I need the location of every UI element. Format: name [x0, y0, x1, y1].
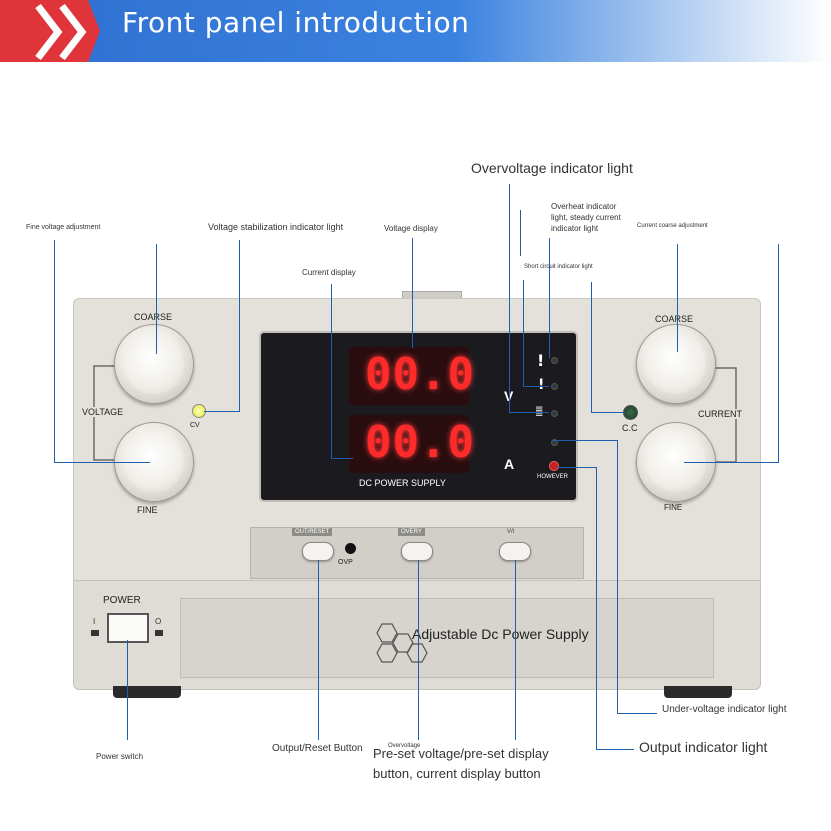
leader-cc-v [591, 282, 593, 412]
short-circuit-led [551, 410, 558, 417]
callout-fine-voltage: Fine voltage adjustment [26, 224, 101, 231]
however-label: HOWEVER [537, 474, 569, 480]
leader-short-v [523, 280, 525, 386]
current-coarse-knob[interactable] [636, 324, 716, 404]
callout-voltage-display: Voltage display [384, 224, 438, 233]
vi-button[interactable] [499, 542, 531, 561]
leader-power [127, 640, 129, 740]
foot-right [664, 686, 732, 698]
leader-current-coarse [677, 244, 679, 352]
power-off-mark: O [155, 617, 162, 626]
leader-output-h1 [556, 467, 596, 469]
leader-overvoltage-v [509, 184, 511, 412]
callout-short-circuit: Short circuit indicator light [524, 264, 593, 270]
leader-output-v [596, 467, 598, 750]
callout-current-coarse: Current coarse adjustment [637, 223, 708, 229]
display-label: DC POWER SUPPLY [359, 478, 446, 488]
foot-left [113, 686, 181, 698]
current-unit: A [504, 456, 515, 472]
callout-overvoltage-indicator: Overvoltage indicator light [471, 160, 633, 176]
leader-coarse-voltage [156, 244, 158, 354]
callout-overvoltage-small: Overvoltage [388, 743, 421, 749]
leader-overy [418, 560, 420, 740]
top-handle [402, 291, 462, 301]
overvoltage-exclaim-icon: ! [537, 351, 545, 370]
leader-fine-voltage-h [54, 462, 150, 464]
leader-overvoltage-h [509, 412, 549, 414]
leader-current-display-v [331, 284, 333, 458]
callout-under-voltage: Under-voltage indicator light [662, 704, 787, 715]
output-reset-button[interactable] [302, 542, 334, 561]
nameplate-title: Adjustable Dc Power Supply [412, 626, 589, 642]
callout-voltage-stabilization: Voltage stabilization indicator light [208, 222, 344, 232]
callout-output-indicator: Output indicator light [639, 739, 768, 755]
leader-overheat-bracket [520, 210, 522, 256]
overheat-exclaim-icon: ! [538, 377, 545, 393]
power-on-mark: I [93, 617, 96, 626]
leader-short-h [523, 386, 549, 388]
ovp-label: OVP [338, 559, 353, 566]
callout-overheat-indicator: Overheat indicator light, steady current… [551, 202, 621, 233]
overvoltage-led [551, 357, 558, 364]
callout-output-reset: Output/Reset Button [272, 743, 363, 754]
current-readout: 00.0 [365, 417, 475, 468]
leader-cv-v [239, 240, 241, 412]
callout-preset-button: Pre-set voltage/pre-set display button, … [373, 746, 549, 781]
leader-undervoltage-h1 [553, 440, 617, 442]
outreset-tag: OUT/RESET [292, 528, 333, 536]
right-fine-label: FINE [664, 503, 683, 512]
callout-current-display: Current display [302, 268, 356, 277]
leader-vi [515, 560, 517, 740]
leader-current-fine-h [684, 462, 779, 464]
leader-cv-h [204, 411, 240, 413]
power-label: POWER [103, 595, 141, 606]
cv-label: CV [190, 422, 200, 429]
leader-fine-voltage-v [54, 240, 56, 462]
leader-undervoltage-h2 [617, 713, 657, 715]
power-off-icon [155, 630, 163, 636]
leader-voltage-display [412, 238, 414, 348]
callout-power-switch: Power switch [96, 752, 144, 761]
header-banner [0, 0, 831, 62]
output-led [549, 461, 559, 471]
left-coarse-label: COARSE [134, 312, 173, 322]
overy-button[interactable] [401, 542, 433, 561]
leader-output-h2 [596, 749, 634, 751]
page-title: Front panel introduction [122, 6, 470, 39]
voltage-unit: V [504, 388, 513, 404]
leader-overheat-v [549, 238, 551, 358]
power-switch[interactable] [107, 613, 149, 643]
ovp-knob[interactable] [345, 543, 356, 554]
left-fine-label: FINE [137, 505, 158, 515]
voltage-readout: 00.0 [365, 349, 475, 400]
under-voltage-led [551, 439, 558, 446]
meter-display: 00.0 00.0 V A DC POWER SUPPLY ! ! ≡≡ HOW… [259, 331, 578, 502]
cc-indicator-light [623, 405, 638, 420]
leader-undervoltage-v [617, 440, 619, 714]
right-coarse-label: COARSE [655, 314, 694, 324]
cc-label: C.C [622, 423, 638, 433]
leader-current-fine-v [778, 244, 780, 462]
voltage-label: VOLTAGE [80, 407, 126, 417]
overy-tag: OVERY [398, 528, 425, 536]
leader-current-display-h [331, 458, 353, 460]
leader-output-reset [318, 560, 320, 740]
vi-tag: V/I [507, 529, 515, 535]
current-label: CURRENT [696, 409, 744, 419]
voltage-coarse-knob[interactable] [114, 324, 194, 404]
nameplate [180, 598, 714, 678]
short-circuit-icon: ≡≡ [535, 404, 544, 420]
leader-cc-h [591, 412, 625, 414]
power-on-icon [91, 630, 99, 636]
overheat-led [551, 383, 558, 390]
hexagon-logo-icon [376, 623, 428, 663]
chevron-arrows-icon [35, 4, 87, 60]
